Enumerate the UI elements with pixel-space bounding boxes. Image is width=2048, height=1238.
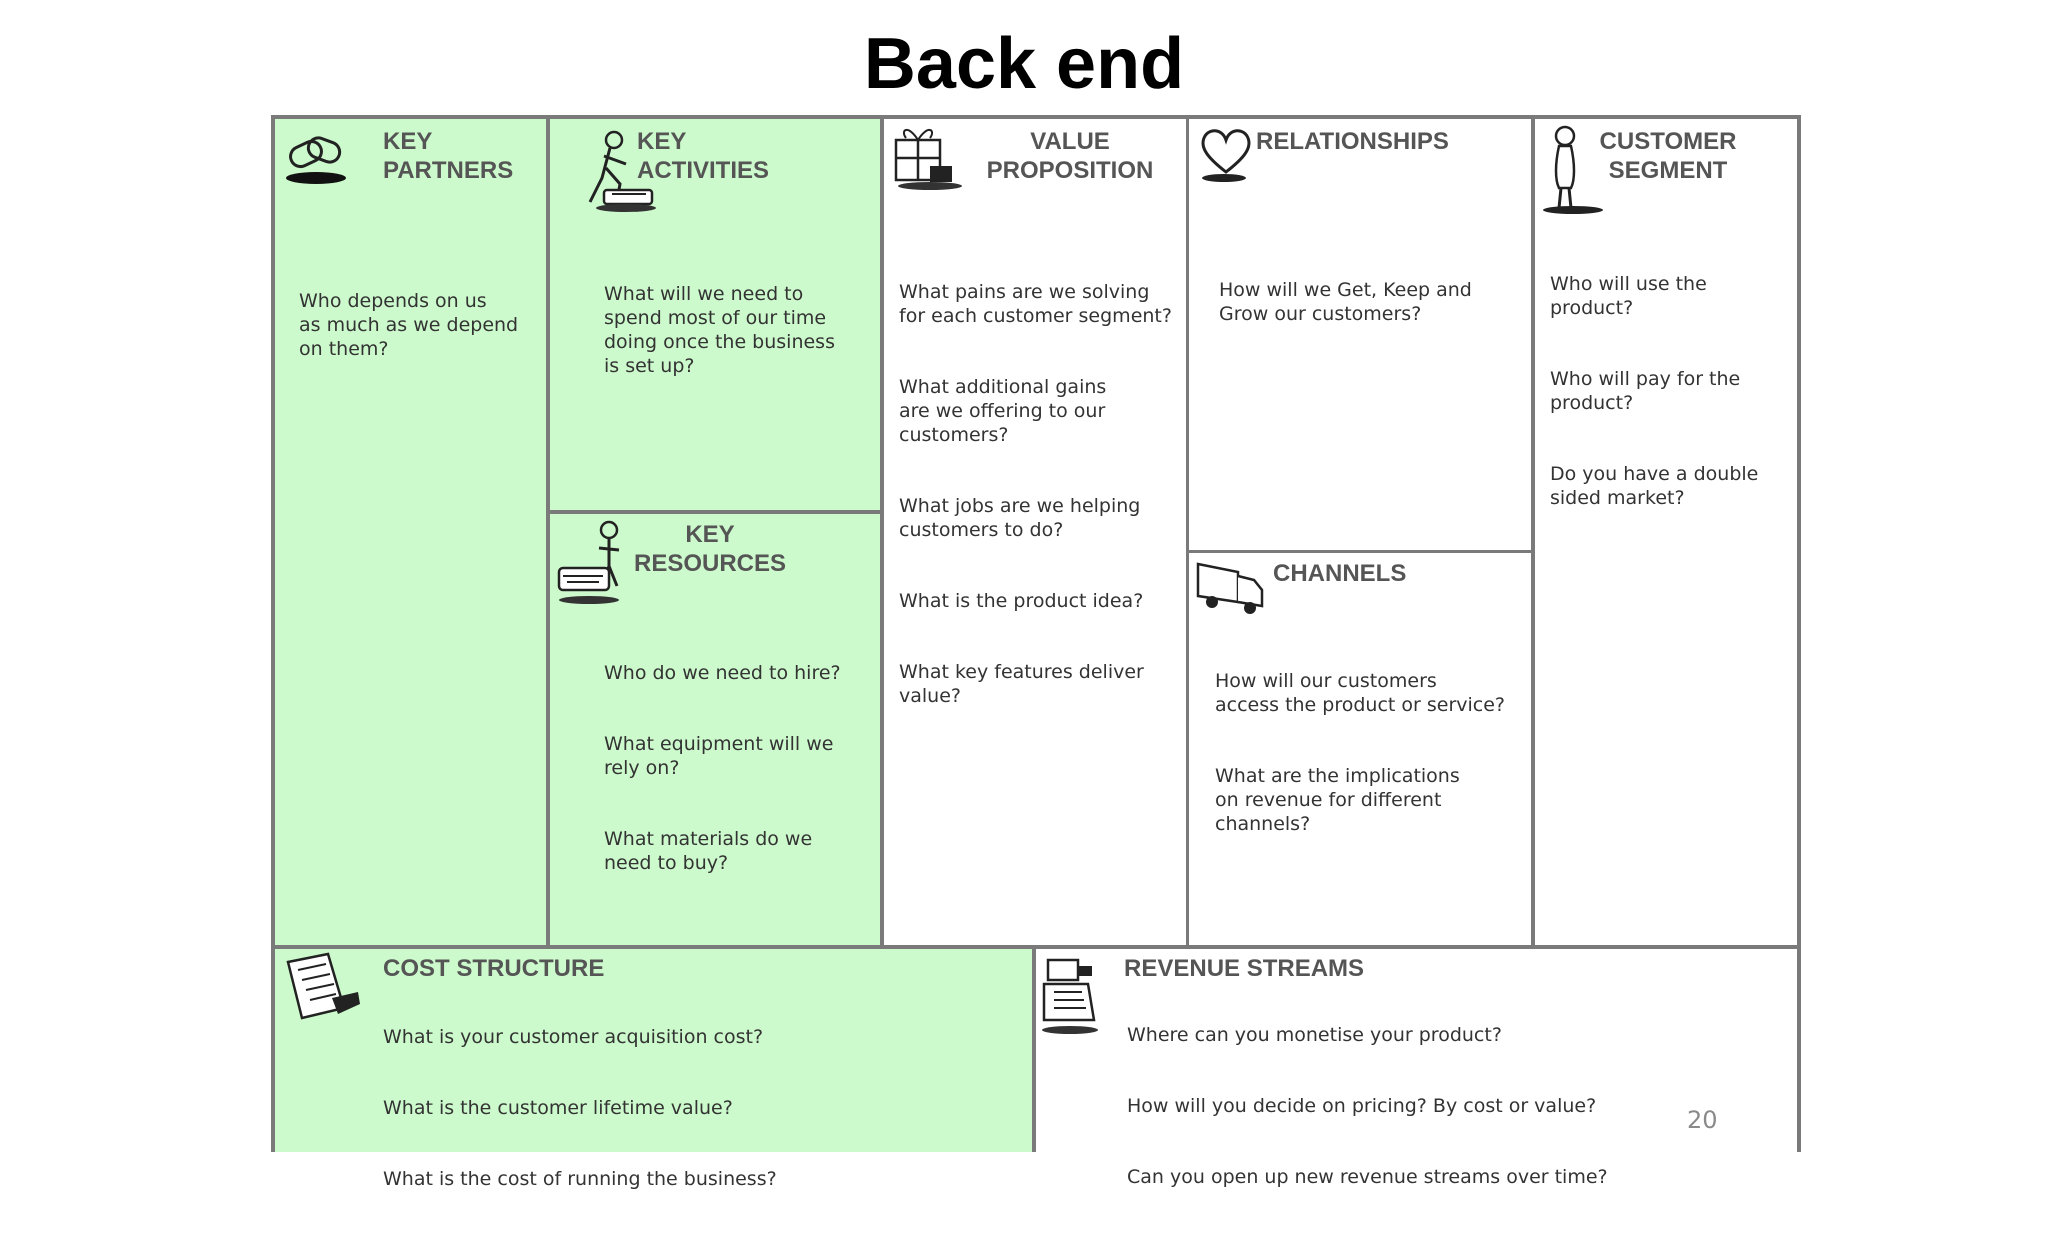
- page-title: Back end: [863, 24, 1185, 104]
- cost-structure-questions: What is your customer acquisition cost? …: [383, 1001, 1023, 1238]
- divider-activities-resources: [549, 510, 882, 514]
- divider-value-relationships: [1186, 117, 1189, 947]
- canvas-border-right: [1797, 115, 1801, 1152]
- divider-top-bottom: [271, 945, 1801, 949]
- person-icon: [1543, 125, 1603, 214]
- key-resources-question-3: What materials do we need to buy?: [604, 828, 813, 874]
- cost-structure-question-1: What is your customer acquisition cost?: [383, 1026, 764, 1048]
- key-activities-block: [549, 117, 882, 512]
- value-proposition-question-4: What is the product idea?: [899, 590, 1144, 612]
- revenue-streams-questions: Where can you monetise your product? How…: [1127, 999, 1747, 1236]
- divider-activities-value: [880, 117, 884, 947]
- value-proposition-question-5: What key features deliver value?: [899, 661, 1144, 707]
- customer-segment-question-3: Do you have a double sided market?: [1550, 463, 1759, 509]
- chain-links-icon: [286, 136, 346, 184]
- canvas-border-left: [271, 115, 275, 1152]
- heart-icon: [1201, 129, 1251, 182]
- key-partners-question: Who depends on us as much as we depend o…: [299, 290, 519, 360]
- key-partners-heading: KEY PARTNERS: [383, 128, 514, 184]
- key-activities-heading: KEY ACTIVITIES: [637, 128, 770, 184]
- relationships-block: [1188, 117, 1533, 552]
- relationships-heading: RELATIONSHIPS: [1256, 128, 1449, 155]
- cash-register-icon: [1042, 958, 1098, 1034]
- revenue-streams-heading: REVENUE STREAMS: [1124, 955, 1365, 982]
- key-resources-heading: KEY RESOURCES: [633, 521, 787, 577]
- divider-cost-revenue: [1032, 947, 1036, 1152]
- value-proposition-question-2: What additional gains are we offering to…: [899, 376, 1107, 446]
- revenue-streams-question-1: Where can you monetise your product?: [1127, 1024, 1502, 1046]
- cost-structure-heading: COST STRUCTURE: [383, 955, 605, 982]
- divider-relationships-segment: [1531, 117, 1535, 947]
- customer-segment-questions: Who will use the product? Who will pay f…: [1550, 248, 1790, 557]
- value-proposition-question-3: What jobs are we helping customers to do…: [899, 495, 1141, 541]
- customer-segment-block: [1533, 117, 1800, 947]
- key-activities-question: What will we need to spend most of our t…: [604, 283, 835, 377]
- key-activities-questions: What will we need to spend most of our t…: [604, 258, 874, 425]
- relationships-questions: How will we Get, Keep and Grow our custo…: [1219, 254, 1519, 373]
- divider-partners-activities: [546, 117, 550, 947]
- value-proposition-heading: VALUE PROPOSITION: [986, 128, 1154, 184]
- channels-question-1: How will our customers access the produc…: [1215, 670, 1506, 716]
- customer-segment-question-2: Who will pay for the product?: [1550, 368, 1741, 414]
- key-partners-questions: Who depends on us as much as we depend o…: [299, 265, 539, 408]
- cost-structure-block: [272, 947, 1034, 1152]
- key-resources-question-2: What equipment will we rely on?: [604, 733, 834, 779]
- customer-segment-question-1: Who will use the product?: [1550, 273, 1707, 319]
- value-proposition-question-1: What pains are we solving for each custo…: [899, 281, 1172, 327]
- channels-questions: How will our customers access the produc…: [1215, 645, 1525, 883]
- cost-structure-question-3: What is the cost of running the business…: [383, 1168, 777, 1190]
- value-proposition-block: [882, 117, 1188, 947]
- value-proposition-questions: What pains are we solving for each custo…: [899, 256, 1184, 755]
- revenue-streams-question-3: Can you open up new revenue streams over…: [1127, 1166, 1608, 1188]
- revenue-streams-block: [1034, 947, 1800, 1152]
- customer-segment-heading: CUSTOMER SEGMENT: [1599, 128, 1737, 184]
- revenue-streams-question-2: How will you decide on pricing? By cost …: [1127, 1095, 1597, 1117]
- channels-block: [1188, 552, 1533, 947]
- worker-resources-icon: [557, 520, 620, 604]
- channels-heading: CHANNELS: [1273, 560, 1407, 587]
- channels-question-2: What are the implications on revenue for…: [1215, 765, 1460, 835]
- canvas-border-top: [271, 115, 1801, 119]
- page-number: 20: [1687, 1106, 1718, 1134]
- key-partners-block: [272, 117, 549, 947]
- delivery-truck-icon: [1196, 562, 1264, 614]
- cost-structure-question-2: What is the customer lifetime value?: [383, 1097, 733, 1119]
- receipt-icon: [286, 952, 360, 1020]
- divider-relationships-channels: [1188, 550, 1533, 553]
- worker-activity-icon: [588, 130, 656, 212]
- gift-box-icon: [894, 129, 962, 190]
- key-resources-questions: Who do we need to hire? What equipment w…: [604, 637, 874, 922]
- relationships-question: How will we Get, Keep and Grow our custo…: [1219, 279, 1472, 325]
- key-resources-question-1: Who do we need to hire?: [604, 662, 841, 684]
